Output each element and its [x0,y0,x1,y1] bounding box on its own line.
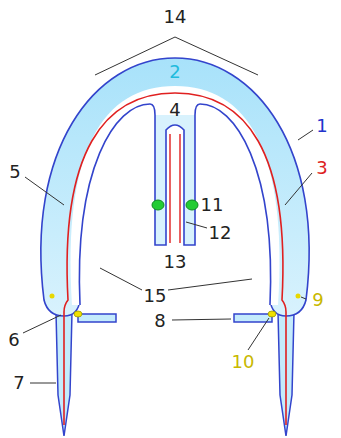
callout-number: 11 [201,196,224,214]
manubrium-fill [155,115,195,245]
velum [78,314,116,322]
statocyst [74,311,82,317]
callout-number: 14 [164,8,187,26]
callout-number: 8 [154,312,165,330]
velum [234,314,272,322]
subumbrella [79,104,270,305]
callout-number: 6 [8,331,19,349]
gonad [152,200,164,210]
gastric-canal [170,134,180,243]
callout-number: 3 [316,159,327,177]
ocellus [296,294,301,299]
statocyst [268,311,276,317]
callout-number: 2 [169,63,180,81]
callout-number: 4 [169,101,180,119]
callout-number: 1 [316,117,327,135]
leader-lines [23,130,313,383]
callout-number: 15 [144,287,167,305]
callout-number: 12 [209,224,232,242]
callout-number: 10 [232,353,255,371]
callout-number: 5 [9,163,20,181]
ocellus [50,294,55,299]
gastrovascular-canal [64,93,286,425]
mesoglea [41,58,309,316]
callout-number: 9 [312,291,323,309]
gonad [186,200,198,210]
subumbrella-band [71,86,280,305]
callout-number: 7 [13,374,24,392]
callout-number: 13 [164,253,187,271]
